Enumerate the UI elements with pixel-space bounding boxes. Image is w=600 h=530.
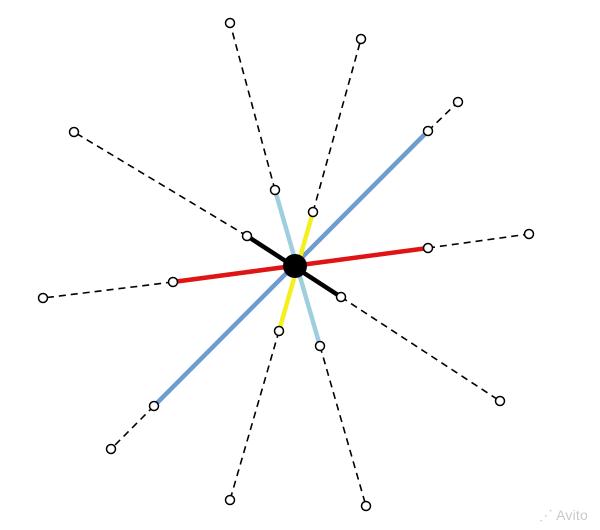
outer-node-3 (224, 17, 236, 29)
dashed-extension-3 (229, 22, 276, 191)
outer-node-1 (452, 96, 464, 108)
inner-node-9 (241, 230, 253, 242)
inner-node-4 (314, 340, 326, 352)
center-hub (283, 254, 307, 278)
inner-node-5 (307, 206, 319, 218)
dashed-extension-1 (427, 101, 459, 132)
outer-node-4 (360, 500, 372, 512)
inner-node-8 (422, 242, 434, 254)
inner-node-2 (148, 400, 160, 412)
inner-node-1 (422, 125, 434, 137)
outer-node-9 (68, 126, 80, 138)
dashed-extension-2 (110, 405, 155, 450)
dashed-extension-8 (427, 233, 530, 249)
inner-node-3 (269, 184, 281, 196)
outer-node-10 (494, 395, 506, 407)
outer-node-7 (37, 292, 49, 304)
outer-node-2 (105, 443, 117, 455)
outer-node-5 (355, 33, 367, 45)
inner-node-10 (335, 291, 347, 303)
avito-logo-icon: ⋰ (538, 507, 554, 523)
inner-node-6 (273, 325, 285, 337)
dashed-extension-6 (229, 330, 280, 501)
dashed-extension-9 (73, 131, 248, 237)
outer-node-6 (224, 494, 236, 506)
dashed-extension-7 (42, 281, 174, 299)
dashed-extension-10 (340, 296, 501, 402)
avito-watermark: ⋰Avito (539, 507, 588, 524)
dashed-extension-5 (312, 38, 362, 213)
inner-node-7 (167, 276, 179, 288)
watermark-text: Avito (556, 507, 588, 523)
outer-node-8 (523, 228, 535, 240)
dashed-extension-4 (319, 345, 367, 507)
